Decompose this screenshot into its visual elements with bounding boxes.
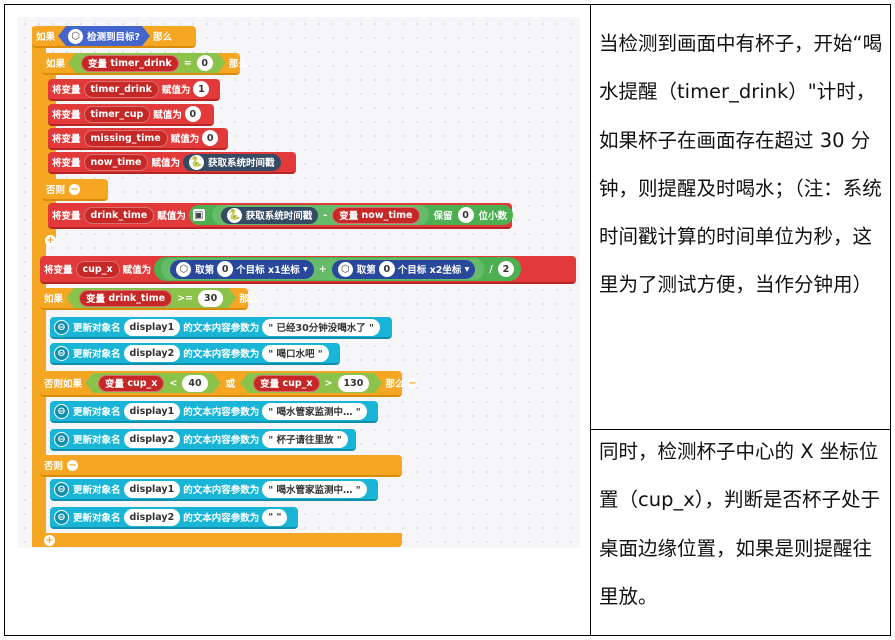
display-icon: ⊖: [54, 431, 69, 447]
python-icon: 🐍: [226, 207, 242, 223]
if-detected-block[interactable]: 如果 ⬡检测到目标? 那么: [32, 26, 196, 48]
row-divider: [591, 429, 891, 430]
explanation-paragraph-2: 同时，检测杯子中心的 X 坐标位置（cup_x），判断是否杯子处于桌面边缘位置，…: [599, 440, 880, 608]
column-divider: [590, 4, 591, 636]
get-timestamp-block[interactable]: 🐍获取系统时间戳: [183, 153, 281, 171]
display-icon: ⊖: [54, 345, 69, 361]
document-table: [4, 4, 891, 636]
else-block[interactable]: 否则−: [42, 179, 108, 201]
minus-icon[interactable]: −: [69, 183, 81, 195]
display-icon: ⊖: [54, 403, 69, 419]
explanation-paragraph-1: 当检测到画面中有杯子，开始“喝水提醒（timer_drink）"计时，如果杯子在…: [599, 32, 883, 297]
then-label: 那么: [153, 32, 173, 43]
display-icon: ⊖: [54, 481, 69, 497]
block-footer: [40, 533, 402, 547]
python-icon: 🐍: [189, 154, 204, 170]
cube-icon: ⬡: [68, 29, 83, 44]
cube-icon: ⬡: [337, 261, 353, 277]
add-icon[interactable]: +: [45, 235, 56, 246]
add-icon[interactable]: +: [44, 535, 55, 546]
if-drink-time-block[interactable]: 如果 变量 drink_time >= 30 那么: [40, 288, 258, 310]
if-label: 如果: [36, 32, 56, 43]
var-timer-drink[interactable]: 变量 timer_drink: [81, 55, 179, 72]
if-timer-drink-block[interactable]: 如果 变量 timer_drink = 0 那么: [42, 53, 248, 75]
else-block-2[interactable]: 否则−: [40, 455, 402, 477]
minus-icon[interactable]: −: [408, 377, 417, 389]
code-block-screenshot: 如果 ⬡检测到目标? 那么 如果 变量 timer_drink = 0 那么 将…: [18, 17, 580, 548]
math-icon: ▣: [192, 209, 205, 221]
cube-icon: ⬡: [176, 261, 192, 277]
minus-icon[interactable]: −: [67, 459, 79, 471]
display-icon: ⊖: [54, 319, 69, 335]
detected-condition[interactable]: ⬡检测到目标?: [58, 26, 150, 46]
display-icon: ⊖: [54, 509, 69, 525]
else-if-block[interactable]: 否则如果 变量 cup_x <40 或 变量 cup_x >130 那么−: [40, 371, 417, 397]
